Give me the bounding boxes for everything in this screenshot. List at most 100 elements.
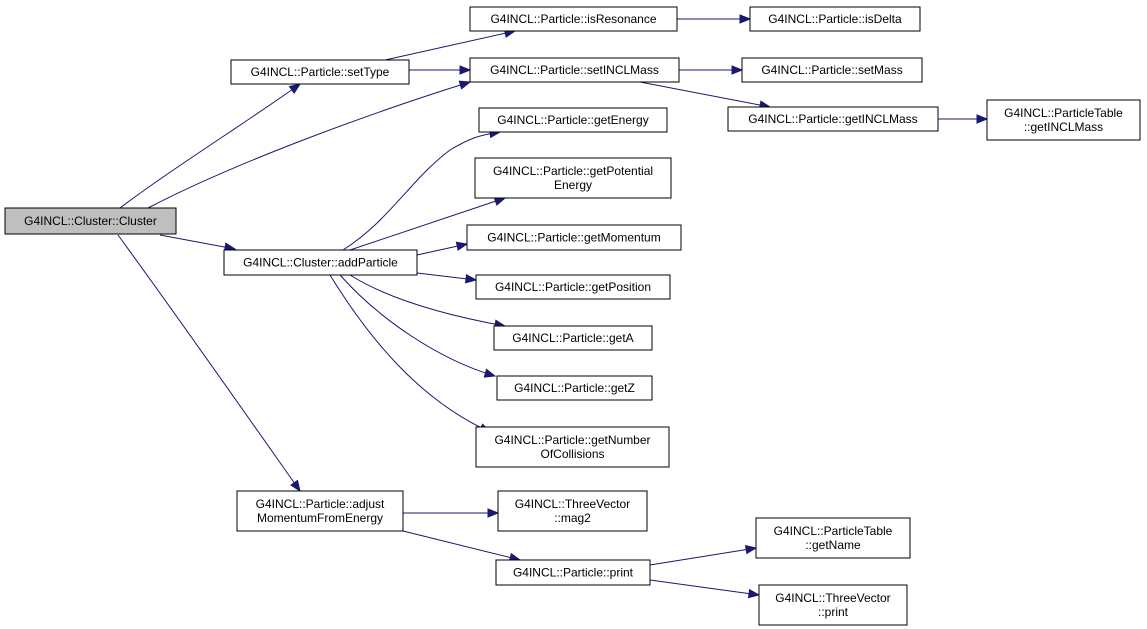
node-box[interactable] [727, 106, 939, 132]
edge-cluster_ctor-to-setinclmass [147, 80, 472, 209]
edge-isresonance-to-isdelta [677, 14, 752, 24]
node-isdelta[interactable]: G4INCL::Particle::isDelta [749, 6, 921, 32]
edge-addparticle-to-getnumber [329, 274, 492, 433]
node-box[interactable] [223, 249, 418, 276]
node-box[interactable] [475, 426, 670, 468]
node-label: G4INCL::Cluster::addParticle [243, 256, 398, 270]
node-box[interactable] [236, 490, 404, 532]
node-pt-getinclmass[interactable]: G4INCL::ParticleTable::getINCLMass [986, 99, 1141, 141]
node-label: G4INCL::Particle::setMass [761, 63, 902, 77]
node-getname[interactable]: G4INCL::ParticleTable::getName [755, 517, 911, 559]
node-box[interactable] [493, 325, 653, 351]
node-box[interactable] [497, 490, 648, 532]
node-box[interactable] [749, 6, 921, 32]
node-getenergy[interactable]: G4INCL::Particle::getEnergy [478, 107, 668, 133]
node-box[interactable] [230, 59, 410, 85]
node-box[interactable] [986, 99, 1141, 141]
node-label: G4INCL::Particle::getINCLMass [748, 112, 917, 126]
node-box[interactable] [4, 207, 177, 235]
node-label: G4INCL::ThreeVector [775, 591, 890, 605]
node-isresonance[interactable]: G4INCL::Particle::isResonance [469, 6, 678, 32]
node-box[interactable] [755, 517, 911, 559]
edge-setinclmass-to-setmass [679, 65, 744, 75]
node-getmomentum[interactable]: G4INCL::Particle::getMomentum [466, 224, 682, 251]
arrowhead-icon [458, 80, 472, 90]
arrowhead-icon [290, 479, 301, 493]
arrowhead-icon [288, 83, 302, 94]
edge-print-to-tv_print [649, 579, 761, 599]
edge-adjust-to-print [402, 530, 522, 563]
node-box[interactable] [474, 157, 672, 199]
node-cluster-ctor[interactable]: G4INCL::Cluster::Cluster [4, 207, 177, 235]
edge-line [159, 234, 236, 250]
edge-line [349, 197, 506, 251]
arrowhead-icon [976, 114, 989, 124]
node-label: G4INCL::ParticleTable [1004, 106, 1123, 120]
arrowhead-icon [744, 544, 758, 555]
edge-line [402, 530, 521, 561]
edge-cluster_ctor-to-addparticle [159, 234, 237, 252]
node-getz[interactable]: G4INCL::Particle::getZ [496, 375, 653, 401]
node-box[interactable] [478, 107, 668, 133]
node-label: G4INCL::Particle::getPosition [495, 280, 651, 294]
node-setmass[interactable]: G4INCL::Particle::setMass [741, 57, 923, 83]
node-settype[interactable]: G4INCL::Particle::setType [230, 59, 410, 85]
arrowhead-icon [465, 274, 478, 284]
node-box[interactable] [469, 57, 680, 83]
edge-line [349, 274, 506, 327]
node-box[interactable] [495, 559, 651, 586]
node-box[interactable] [496, 375, 653, 401]
node-label: OfCollisions [540, 447, 604, 461]
arrowhead-icon [483, 368, 497, 378]
edge-addparticle-to-getz [339, 274, 497, 378]
node-label: ::getINCLMass [1024, 120, 1103, 134]
node-tv-print[interactable]: G4INCL::ThreeVector::print [758, 584, 908, 626]
arrowhead-icon [459, 65, 472, 75]
node-box[interactable] [758, 584, 908, 626]
node-label: G4INCL::Particle::getMomentum [487, 231, 660, 245]
edge-line [339, 274, 496, 377]
node-box[interactable] [466, 224, 682, 251]
edge-line [117, 234, 301, 492]
node-label: ::mag2 [554, 511, 591, 525]
edge-line [147, 81, 471, 209]
edge-line [384, 30, 516, 61]
edge-print-to-getname [649, 544, 758, 566]
node-label: MomentumFromEnergy [257, 511, 383, 525]
node-label: G4INCL::Particle::print [513, 566, 634, 580]
node-adjust[interactable]: G4INCL::Particle::adjustMomentumFromEner… [236, 490, 404, 532]
edge-line [342, 131, 501, 251]
node-label: G4INCL::Particle::getPotential [493, 164, 653, 178]
node-label: G4INCL::Cluster::Cluster [24, 214, 157, 228]
node-box[interactable] [475, 274, 671, 300]
edge-line [639, 81, 771, 108]
node-label: G4INCL::Particle::setINCLMass [490, 63, 659, 77]
edge-setinclmass-to-getinclmass [639, 81, 772, 110]
node-label: ::print [818, 605, 849, 619]
node-mag2[interactable]: G4INCL::ThreeVector::mag2 [497, 490, 648, 532]
edge-settype-to-setinclmass [409, 65, 472, 75]
nodes-layer: G4INCL::Cluster::ClusterG4INCL::Particle… [4, 6, 1141, 626]
node-addparticle[interactable]: G4INCL::Cluster::addParticle [223, 249, 418, 276]
node-getposition[interactable]: G4INCL::Particle::getPosition [475, 274, 671, 300]
arrowhead-icon [739, 14, 752, 24]
arrowhead-icon [747, 588, 761, 599]
edge-line [119, 83, 301, 209]
node-label: Energy [554, 178, 592, 192]
node-label: ::getName [805, 538, 861, 552]
node-geta[interactable]: G4INCL::Particle::getA [493, 325, 653, 351]
node-box[interactable] [741, 57, 923, 83]
node-label: G4INCL::ParticleTable [774, 524, 893, 538]
edge-cluster_ctor-to-settype [119, 83, 302, 209]
edges-layer [117, 14, 989, 599]
node-label: G4INCL::ThreeVector [515, 497, 630, 511]
node-box[interactable] [469, 6, 678, 32]
node-setinclmass[interactable]: G4INCL::Particle::setINCLMass [469, 57, 680, 83]
edge-adjust-to-mag2 [403, 508, 500, 518]
node-getinclmass[interactable]: G4INCL::Particle::getINCLMass [727, 106, 939, 132]
edge-cluster_ctor-to-adjust [117, 234, 301, 493]
node-print[interactable]: G4INCL::Particle::print [495, 559, 651, 586]
